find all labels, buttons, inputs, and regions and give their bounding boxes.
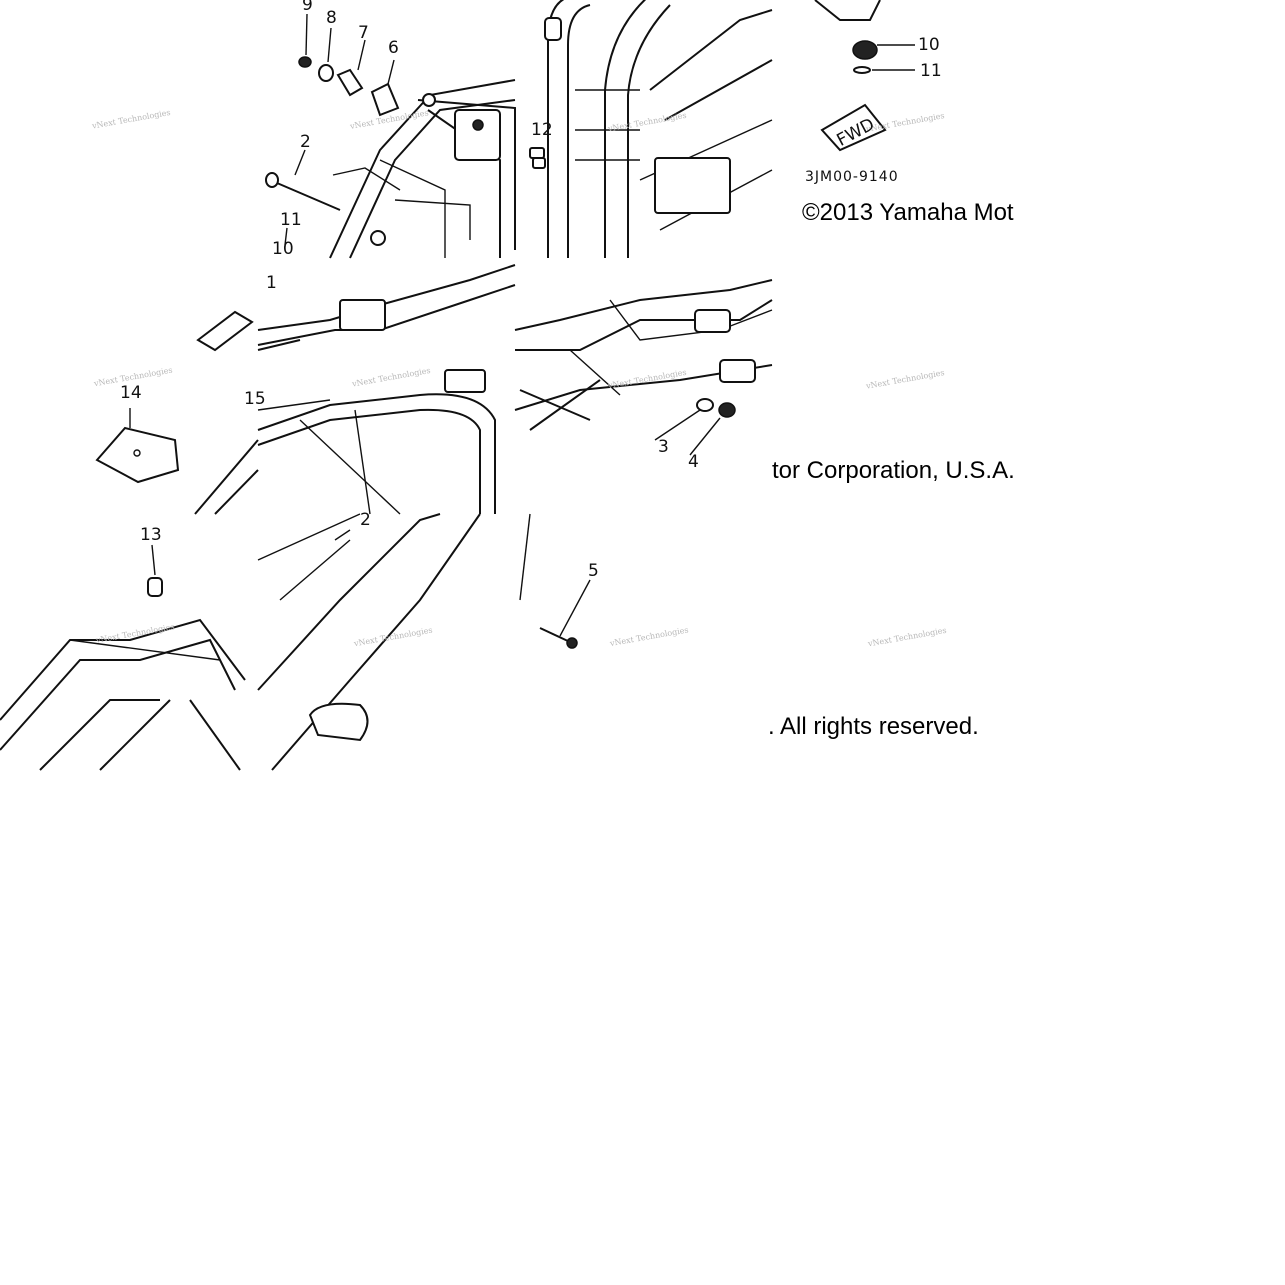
callout-12: 12	[531, 120, 553, 140]
small-parts	[265, 13, 546, 246]
part-code: 3JM00-9140	[805, 169, 899, 185]
callout-6: 6	[388, 38, 399, 58]
callout-11: 11	[280, 210, 302, 230]
callout-11: 11	[920, 61, 942, 81]
watermark: vNext Technologies	[864, 368, 945, 391]
callout-4: 4	[688, 452, 699, 472]
callout-14: 14	[120, 383, 142, 403]
callout-13: 13	[140, 525, 162, 545]
copyright-line-2: tor Corporation, U.S.A.	[772, 457, 1015, 484]
watermark: vNext Technologies	[606, 368, 687, 391]
callout-7: 7	[358, 23, 369, 43]
callout-10: 10	[918, 35, 940, 55]
callout-2: 2	[360, 510, 371, 530]
callout-8: 8	[326, 8, 337, 28]
watermark: vNext Technologies	[606, 111, 687, 134]
watermark: vNext Technologies	[94, 622, 175, 645]
watermark: vNext Technologies	[608, 625, 689, 648]
copyright-line-3: . All rights reserved.	[768, 713, 979, 740]
watermarks: vNext Technologies vNext Technologies vN…	[90, 108, 947, 649]
callout-15: 15	[244, 389, 266, 409]
watermark: vNext Technologies	[866, 626, 947, 649]
fwd-arrow-icon	[820, 103, 887, 152]
watermark: vNext Technologies	[90, 108, 171, 131]
frame-drawing	[0, 0, 915, 771]
callout-labels: 9 8 7 6 2 11 10 12 10 11 1 15 14 3 4 13 …	[120, 0, 942, 581]
watermark: vNext Technologies	[352, 626, 433, 649]
callout-2: 2	[300, 132, 311, 152]
callout-9: 9	[302, 0, 313, 15]
callout-3: 3	[658, 437, 669, 457]
callout-5: 5	[588, 561, 599, 581]
callout-10: 10	[272, 239, 294, 259]
copyright-line-1: ©2013 Yamaha Mot	[802, 199, 1014, 226]
callout-1: 1	[266, 273, 277, 293]
watermark: vNext Technologies	[350, 366, 431, 389]
